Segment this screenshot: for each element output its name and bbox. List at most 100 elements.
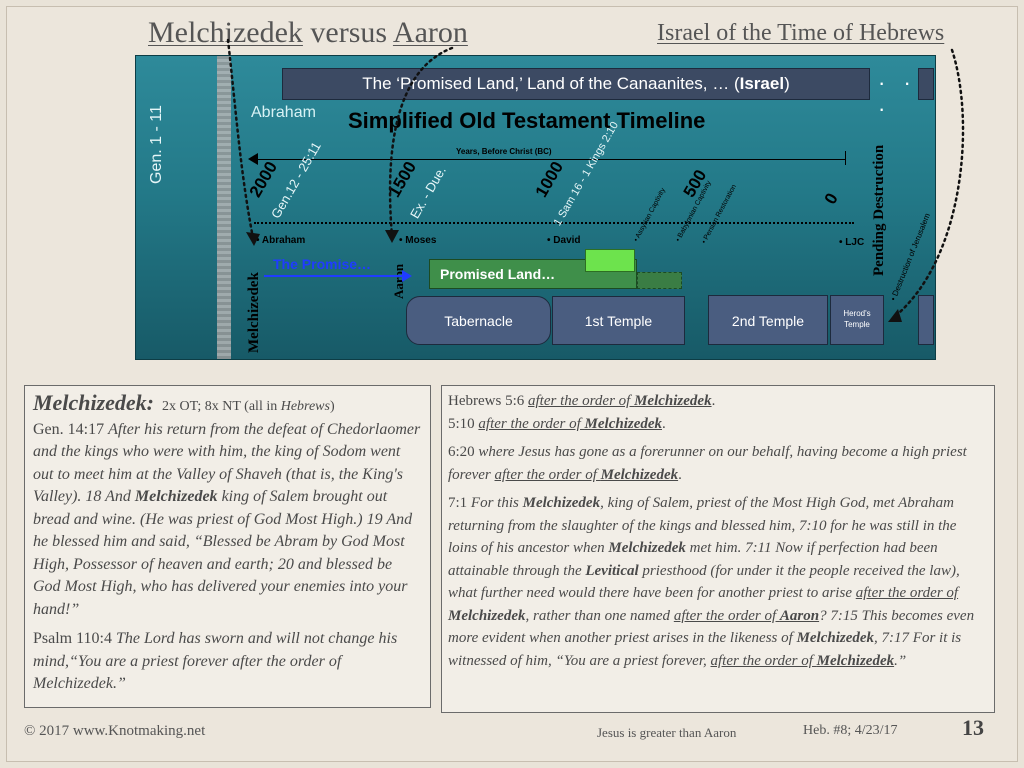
- the-promise-label: The Promise…: [273, 256, 372, 272]
- melchizedek-vertical-label: Melchizedek: [246, 272, 262, 353]
- h71-text1: For this: [470, 495, 523, 511]
- hebrews-panel: Hebrews 5:6 after the order of Melchized…: [441, 385, 995, 713]
- years-axis-label: Years, Before Christ (BC): [456, 147, 552, 156]
- h56-order: after the order of: [527, 393, 635, 409]
- gen-1-11-label: Gen. 1 - 11: [148, 105, 165, 184]
- promised-land-highlight: [585, 249, 635, 272]
- lesson-subtitle: Jesus is greater than Aaron: [597, 725, 737, 740]
- melchizedek-counts: 2x OT; 8x NT (all in Hebrews): [162, 399, 335, 414]
- h510-ref: 5:10: [448, 415, 479, 432]
- person-moses: • Moses: [399, 235, 437, 246]
- timeline-title: Simplified Old Testament Timeline: [348, 108, 706, 133]
- tabernacle-box: Tabernacle: [406, 296, 551, 345]
- timeline-axis-end: [845, 151, 846, 165]
- melchizedek-panel: Melchizedek: 2x OT; 8x NT (all in Hebrew…: [24, 385, 431, 708]
- h510-order: after the order of: [478, 415, 585, 432]
- assyrian-captivity: • Assyrian Captivity: [632, 187, 667, 243]
- melchizedek-heading: Melchizedek: [33, 390, 147, 415]
- h71-ref: 7:1: [448, 495, 471, 511]
- h711-text4: ? 7:15: [819, 607, 862, 624]
- h711-text1: Now if perfection had been attainable th…: [448, 540, 938, 579]
- psalm-paragraph: Psalm 110:4 The Lord has sworn and will …: [33, 628, 422, 696]
- h711-melchizedek: Melchizedek: [448, 607, 526, 624]
- title-melchizedek: Melchizedek: [148, 16, 303, 49]
- hebrews-620: 6:20 where Jesus has gone as a forerunne…: [448, 441, 988, 486]
- hebrews-5-refs: Hebrews 5:6 after the order of Melchized…: [448, 390, 988, 435]
- person-david: • David: [547, 235, 581, 246]
- h715-text: This becomes even more evident when anot…: [448, 607, 975, 647]
- first-temple-box: 1st Temple: [552, 296, 685, 345]
- h717-text: For it is witnessed of him, “You are a p…: [448, 630, 962, 669]
- year-1500: 1500: [384, 158, 421, 201]
- hebrews-7: 7:1 For this Melchizedek, king of Salem,…: [448, 492, 988, 672]
- h56-melchizedek: Melchizedek: [634, 393, 712, 409]
- h711-order: after the order of: [855, 585, 959, 601]
- h71-text3: met him. 7:11: [685, 540, 776, 556]
- h711-order-2: after the order of: [673, 607, 780, 624]
- h71-melchizedek-2: Melchizedek: [608, 540, 686, 556]
- herods-line2: Temple: [844, 320, 870, 329]
- abraham-top-label: Abraham: [251, 104, 316, 121]
- h711-aaron: Aaron: [779, 607, 820, 624]
- h715-melchizedek: Melchizedek: [796, 630, 875, 646]
- melchizedek-intro: Melchizedek: 2x OT; 8x NT (all in Hebrew…: [33, 390, 422, 621]
- herods-line1: Herod's: [843, 309, 871, 318]
- promise-arrowhead: [402, 270, 412, 282]
- h620-order: after the order of: [494, 466, 601, 483]
- h56-end: .: [711, 393, 716, 409]
- timeline-graphic: The ‘Promised Land,’ Land of the Canaani…: [135, 55, 936, 360]
- h56-ref: Hebrews 5:6: [448, 393, 528, 409]
- genesis-text-2: king of Salem brought out bread and wine…: [33, 488, 413, 618]
- h510-end: .: [662, 415, 666, 432]
- h510-melchizedek: Melchizedek: [584, 415, 663, 432]
- h717-melchizedek: Melchizedek: [816, 652, 895, 669]
- title-aaron: Aaron: [392, 16, 468, 49]
- h620-melchizedek: Melchizedek: [600, 466, 679, 483]
- timeline-dotted-line: [254, 222, 854, 224]
- series-title: Israel of the Time of Hebrews: [657, 20, 945, 46]
- end-temple-box: [918, 295, 934, 345]
- h620-ref: 6:20: [448, 444, 479, 460]
- timeline-axis: [254, 159, 846, 160]
- promised-land-bar: Promised Land…: [429, 259, 637, 289]
- year-1000: 1000: [531, 158, 568, 201]
- h715-text2: , 7:17: [874, 630, 913, 646]
- heading-colon: :: [146, 390, 154, 415]
- h711-text2: priesthood (for under it the people rece…: [448, 562, 960, 602]
- second-temple-box: 2nd Temple: [708, 295, 828, 345]
- page-number: 13: [962, 715, 984, 740]
- h620-text: where Jesus has gone as a forerunner on …: [448, 444, 967, 483]
- h71-text2: , king of Salem, priest of the Most High…: [448, 495, 957, 556]
- ref-gen12: Gen.12 - 25:11: [268, 139, 324, 221]
- h711-levitical: Levitical: [585, 562, 639, 579]
- banner-prefix: The ‘Promised Land,’ Land of the Canaani…: [362, 74, 740, 93]
- lesson-reference: Heb. #8; 4/23/17: [803, 723, 898, 738]
- h717-end: .”: [894, 652, 907, 669]
- counts-text: 2x OT; 8x NT (all in: [161, 399, 281, 414]
- h711-text3: , rather than one named: [525, 607, 674, 624]
- counts-end: ): [329, 399, 335, 414]
- slide-title: Melchizedek versus Aaron: [148, 16, 468, 50]
- banner-end-box: [918, 68, 934, 100]
- person-abraham: • Abraham: [256, 235, 306, 246]
- title-versus: versus: [302, 16, 393, 49]
- psalm-ref: Psalm 110:4: [33, 630, 116, 647]
- genesis-ref: Gen. 14:17: [33, 420, 109, 438]
- promise-arrow-line: [264, 275, 402, 277]
- year-0: 0: [820, 189, 842, 208]
- destruction-jerusalem-label: • Destruction of Jerusalem: [888, 211, 933, 302]
- promised-land-banner: The ‘Promised Land,’ Land of the Canaani…: [282, 68, 870, 100]
- banner-suffix: ): [784, 74, 790, 93]
- psalm-text: The Lord has sworn and will not change h…: [33, 630, 398, 692]
- h717-order: after the order of: [710, 652, 817, 669]
- counts-book: Hebrews: [280, 399, 330, 414]
- genesis-melchizedek: Melchizedek: [134, 488, 218, 505]
- genesis-bar: [217, 56, 231, 359]
- copyright-footer: © 2017 www.Knotmaking.net: [24, 723, 206, 739]
- person-ljc: • LJC: [839, 237, 865, 248]
- h71-melchizedek-1: Melchizedek: [522, 495, 601, 511]
- h620-end: .: [678, 466, 682, 483]
- banner-israel: Israel: [739, 74, 785, 93]
- promised-land-extension: [637, 272, 682, 289]
